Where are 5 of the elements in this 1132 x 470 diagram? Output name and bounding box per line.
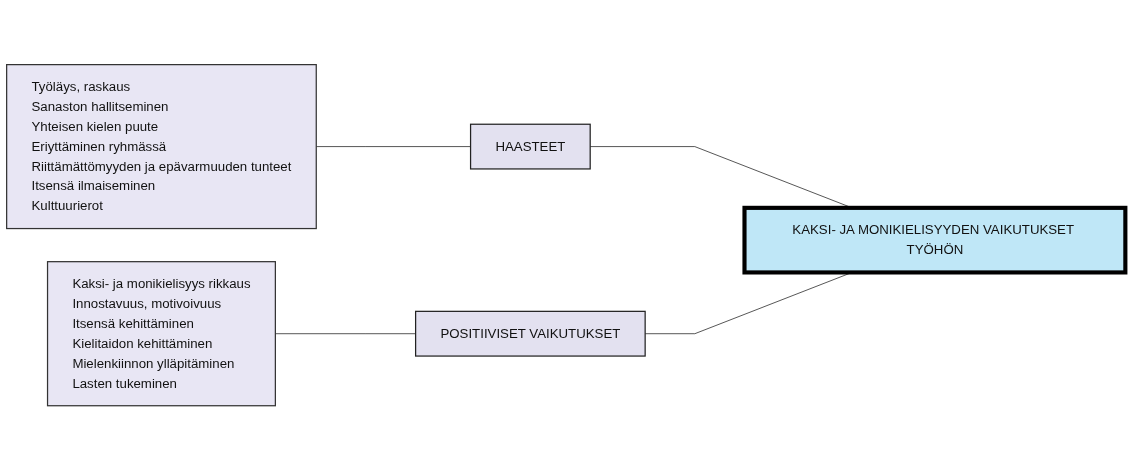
node-box: POSITIIVISET VAIKUTUKSET bbox=[415, 310, 646, 357]
node-box: HAASTEET bbox=[469, 123, 591, 170]
node-box: Työläys, raskaus Sanaston hallitseminen Yhteisen kielen puute Eriyttäminen ryhmässä Riittämättömyyden ja epävarmuuden tunteet Itsensä ilmaiseminen Kulttuurierot bbox=[6, 63, 317, 229]
node-box: Kaksi- ja monikielisyys rikkaus Innostavuus, motivoivuus Itsensä kehittäminen Kielitaidon kehittäminen Mielenkiinnon ylläpitäminen Lasten tukeminen bbox=[46, 260, 276, 407]
node-box: KAKSI- JA MONIKIELISYYDEN VAIKUTUKSET TYÖHÖN bbox=[742, 205, 1128, 275]
